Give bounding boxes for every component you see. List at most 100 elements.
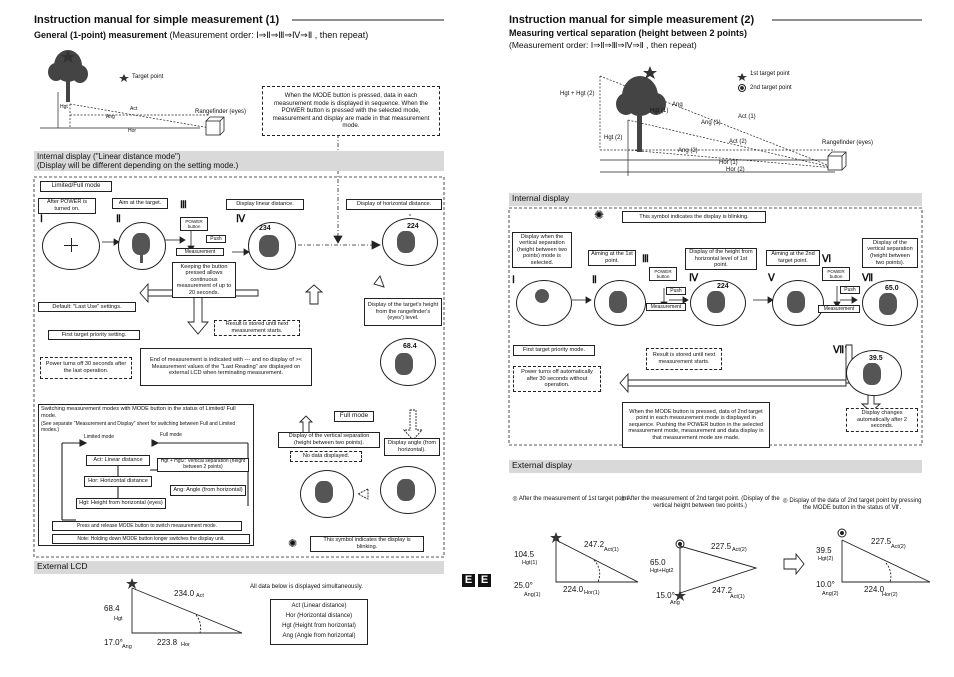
subtitle-bold: General (1-point) measurement — [34, 30, 168, 40]
ext-caption-1-text: After the measurement of 1st target poin… — [518, 496, 630, 502]
holding-note: Note: Holding down MODE button longer sw… — [52, 534, 250, 544]
measurement-label-right-2: Measurement — [818, 305, 860, 313]
tri1-act: 247.2 — [584, 540, 605, 549]
mode-note-left: When the MODE button is pressed, data in… — [262, 86, 440, 136]
roman-3-left: Ⅲ — [180, 200, 187, 211]
power-button-left[interactable]: POWER button — [180, 217, 208, 231]
power-button-right-1[interactable]: POWER button — [649, 267, 677, 281]
lcd-hgt-label: Hgt — [114, 616, 123, 622]
ext-target-icon-2 — [675, 539, 685, 549]
readout-r6: 65.0 — [885, 285, 899, 292]
label-ang1: Ang (1) — [701, 120, 721, 126]
aim-2nd-box: Aiming at the 2nd target point. — [766, 250, 820, 266]
push-label-right-2: Push — [840, 286, 860, 294]
tri1-hgt: 104.5 — [514, 550, 535, 559]
lcd-legend-ang: Ang (Angle from horizontal) — [282, 633, 356, 639]
r-display-1 — [516, 280, 572, 326]
label-1st-target: 1st target point — [750, 71, 790, 77]
tri3-hgt: 39.5 — [816, 546, 832, 555]
tri1-ang: 25.0° — [514, 581, 533, 590]
mode-hgt-hgt2[interactable]: Hgt + Hgt2: Vertical separation (height … — [157, 458, 249, 472]
after-power-box: After POWER is turned on. — [38, 198, 96, 214]
target-height-box: Display of the target's height from the … — [364, 298, 442, 326]
internal-display-title: Internal display ("Linear distance mode"… — [37, 152, 181, 161]
lcd-legend-hor: Hor (Horizontal distance) — [285, 613, 353, 619]
limited-mode-label: Limited mode — [84, 434, 115, 440]
full-mode-small-label: Full mode — [160, 432, 182, 438]
r-display-7: 65.0 — [862, 280, 918, 326]
internal-display-band-left: Internal display ("Linear distance mode"… — [34, 151, 444, 171]
switching-title: Switching measurement modes with MODE bu… — [41, 406, 236, 419]
lcd-triangle-left — [131, 587, 243, 634]
label-hor: Hor — [128, 128, 137, 134]
display-when-box: Display when the vertical separation (he… — [512, 232, 572, 268]
label-act: Act — [130, 106, 138, 112]
rangefinder-icon-right — [827, 151, 847, 171]
display-vertical-box-left: Display of the vertical separation (heig… — [278, 432, 380, 448]
mode-hgt[interactable]: Hgt: Height from horizontal (eyes) — [76, 498, 166, 509]
measurement-label-right-1: Measurement — [646, 303, 686, 311]
display-circle-2 — [118, 222, 166, 270]
mode-act[interactable]: Act: Linear distance — [86, 455, 150, 466]
external-lcd-band: External LCD — [34, 561, 444, 574]
lcd-hgt-value: 68.4 — [104, 604, 120, 613]
r-display-2 — [594, 280, 646, 326]
blink-icon-right: ✺ — [594, 208, 605, 222]
roman-2-left: Ⅱ — [116, 214, 121, 225]
measurement-label-left: Measurement — [176, 248, 224, 256]
ext-caption-1: ◎ After the measurement of 1st target po… — [512, 496, 630, 502]
blinking-note-left: This symbol indicates the display is bli… — [310, 536, 424, 552]
mode-hor[interactable]: Hor: Horizontal distance — [84, 476, 152, 487]
display-vertical-box-right: Display of the vertical separation (heig… — [862, 238, 918, 268]
target-diagram-left — [40, 92, 211, 129]
readout-r4: 224 — [717, 283, 729, 290]
end-measurement-box: End of measurement is indicated with ---… — [140, 348, 312, 386]
full-mode-box: Full mode — [334, 411, 374, 422]
tri2-act1-label: Act(1) — [730, 594, 745, 600]
first-target-box-right: First target priority mode. — [513, 345, 595, 356]
tri2-act2-label: Act(2) — [732, 547, 747, 553]
roman-7p-right: Ⅶ' — [833, 345, 847, 356]
blinking-note-right: This symbol indicates the display is bli… — [622, 211, 766, 223]
roman-2-right: Ⅱ — [592, 275, 597, 286]
display-changes-box: Display changes automatically after 2 se… — [846, 408, 918, 432]
second-target-star-icon — [643, 66, 657, 79]
default-last-use-box: Default: "Last Use" settings. — [38, 302, 136, 312]
label-hgt-hgt2: Hgt + Hgt (2) — [560, 91, 595, 97]
roman-1-right: Ⅰ — [512, 275, 515, 286]
tri3-ang: 10.0° — [816, 580, 835, 589]
e-badge-left: E — [462, 574, 475, 587]
subtitle-rest: (Measurement order: Ⅰ⇒Ⅱ⇒Ⅲ⇒Ⅳ⇒Ⅱ , then rep… — [169, 30, 369, 40]
lcd-ang-value: 17.0° — [104, 638, 123, 647]
lcd-ang-label: Ang — [122, 644, 132, 650]
ext-triangle-1 — [555, 539, 639, 583]
ext-star-icon-2 — [674, 590, 686, 601]
power-button-right-2[interactable]: POWER button — [822, 267, 850, 281]
no-data-box: No data displayed. — [290, 451, 362, 462]
ext-star-icon-1 — [550, 532, 562, 543]
ext-target-icon-3 — [837, 528, 847, 538]
tree-left — [48, 50, 88, 102]
display-circle-1 — [42, 222, 100, 270]
r-display-5 — [772, 280, 824, 326]
external-display-band: External display — [509, 460, 922, 473]
target-star-icon — [61, 50, 75, 63]
label-rangefinder: Rangefinder (eyes) — [195, 109, 247, 115]
label-hgt2: Hgt (2) — [604, 135, 623, 141]
push-label-right-1: Push — [666, 287, 686, 295]
aim-target-box: Aim at the target. — [112, 198, 168, 209]
display-horizontal-box: Display of horizontal distance. — [346, 199, 442, 210]
e-badge-right: E — [478, 574, 491, 587]
tri1-hor-label: Hor(1) — [584, 590, 600, 596]
r-display-4: 224 — [690, 280, 746, 326]
tri1-ang-label: Ang(1) — [524, 592, 541, 598]
display-height-1st-box: Display of the height from horizontal le… — [685, 248, 757, 270]
label-hor1: Hor (1) — [719, 160, 738, 166]
display-circle-4: 234 — [248, 222, 296, 270]
result-stored-box: Result is stored until next measurement … — [214, 320, 300, 336]
roman-4-left: Ⅳ — [236, 214, 246, 225]
tri1-hgt-label: Hgt(1) — [522, 560, 538, 566]
label-ang: Ang — [672, 102, 683, 108]
mode-ang[interactable]: Ang: Angle (from horizontal) — [170, 485, 246, 496]
